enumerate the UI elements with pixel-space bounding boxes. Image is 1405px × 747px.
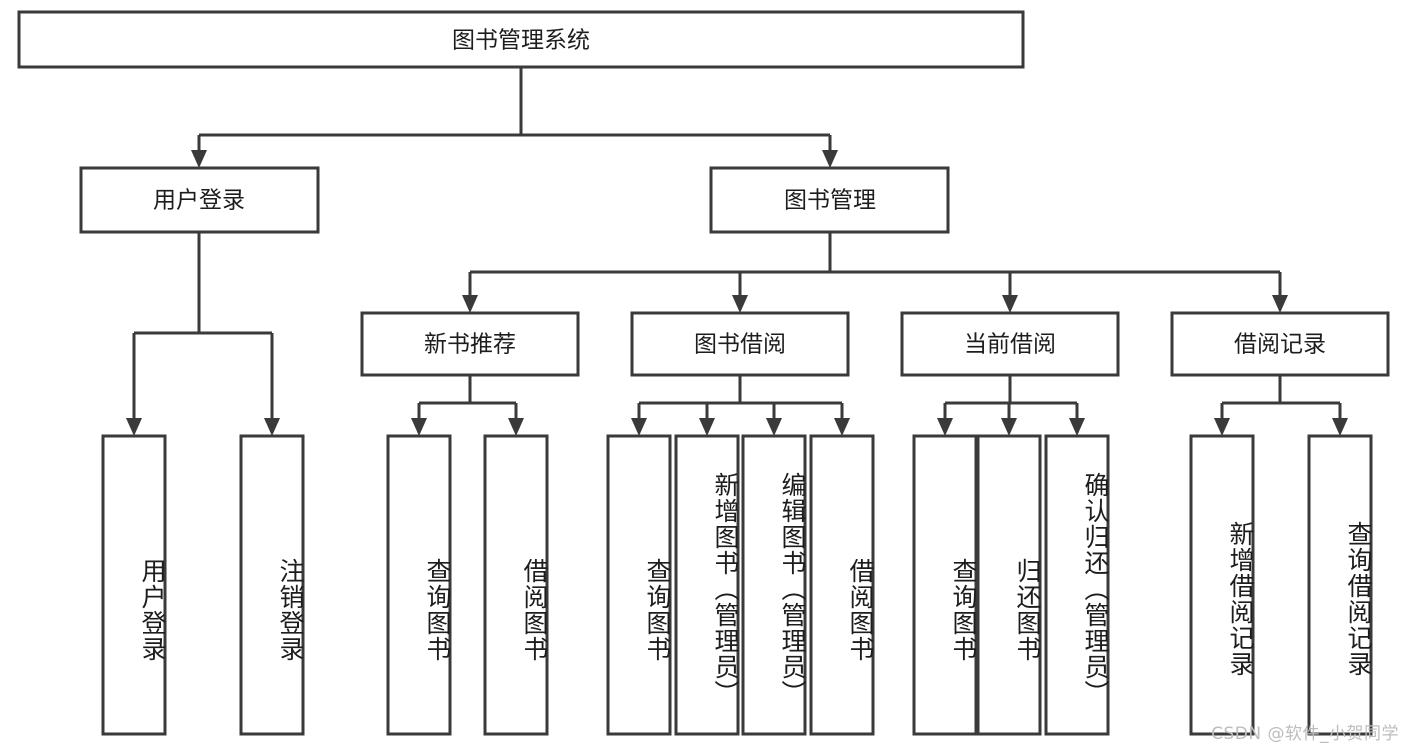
arrow-head-icon <box>508 418 524 436</box>
leaf-box-borrow-record-1[interactable] <box>1307 434 1373 736</box>
node-user-login-label: 用户登录 <box>153 188 245 214</box>
node-new-book-recommend-label: 新书推荐 <box>424 332 516 358</box>
node-root-label: 图书管理系统 <box>452 28 590 54</box>
arrow-head-icon <box>126 418 142 436</box>
node-root[interactable]: 图书管理系统 <box>17 10 1025 69</box>
node-user-login-box[interactable] <box>79 166 320 234</box>
leaf-box-borrow-record-0[interactable] <box>1189 434 1255 736</box>
arrow-head-icon <box>1272 295 1288 313</box>
node-borrow-record-label: 借阅记录 <box>1234 332 1326 358</box>
arrow-head-icon <box>1001 418 1017 436</box>
arrow-head-icon <box>937 418 953 436</box>
node-current-borrow[interactable]: 当前借阅 <box>900 311 1120 377</box>
node-root-box[interactable] <box>17 10 1025 69</box>
arrow-head-icon <box>699 418 715 436</box>
leaf-box-user-login-0[interactable] <box>101 434 167 736</box>
arrow-head-icon <box>411 418 427 436</box>
node-borrow-record-box[interactable] <box>1170 311 1390 377</box>
connector-group-book-borrow <box>631 375 850 436</box>
arrow-head-icon <box>264 418 280 436</box>
node-borrow-record[interactable]: 借阅记录 <box>1170 311 1390 377</box>
leaf-box-book-borrow-1[interactable] <box>674 434 740 736</box>
arrow-head-icon <box>1214 418 1230 436</box>
leaf-box-current-borrow-2[interactable] <box>1044 434 1110 736</box>
node-book-borrow[interactable]: 图书借阅 <box>630 311 850 377</box>
node-book-borrow-box[interactable] <box>630 311 850 377</box>
node-current-borrow-box[interactable] <box>900 311 1120 377</box>
connector-group-book-manage <box>462 232 1288 313</box>
arrow-head-icon <box>631 418 647 436</box>
node-book-manage-label: 图书管理 <box>784 188 876 214</box>
arrow-head-icon <box>834 418 850 436</box>
node-current-borrow-label: 当前借阅 <box>964 332 1056 358</box>
arrow-head-icon <box>191 150 207 168</box>
watermark: CSDN @软件_小贺同学 <box>1211 724 1399 744</box>
node-book-manage[interactable]: 图书管理 <box>709 166 950 234</box>
arrow-head-icon <box>1002 295 1018 313</box>
connector-group-new-book <box>411 375 524 436</box>
connector-group-current-borrow <box>937 375 1085 436</box>
leaf-box-user-login-1[interactable] <box>239 434 305 736</box>
arrow-head-icon <box>1069 418 1085 436</box>
arrow-head-icon <box>1332 418 1348 436</box>
connector-group-root <box>191 67 838 168</box>
connector-group-user-login <box>126 232 280 436</box>
arrow-head-icon <box>732 295 748 313</box>
node-new-book-recommend[interactable]: 新书推荐 <box>360 311 580 377</box>
node-user-login[interactable]: 用户登录 <box>79 166 320 234</box>
connector-group-borrow-record <box>1214 375 1348 436</box>
leaf-box-book-borrow-0[interactable] <box>606 434 672 736</box>
leaf-box-new-book-1[interactable] <box>483 434 549 736</box>
node-book-manage-box[interactable] <box>709 166 950 234</box>
leaf-box-book-borrow-2[interactable] <box>741 434 807 736</box>
node-new-book-recommend-box[interactable] <box>360 311 580 377</box>
arrow-head-icon <box>766 418 782 436</box>
leaf-box-current-borrow-0[interactable] <box>912 434 978 736</box>
leaf-box-new-book-0[interactable] <box>386 434 452 736</box>
arrow-head-icon <box>822 150 838 168</box>
leaf-box-current-borrow-1[interactable] <box>976 434 1042 736</box>
leaf-box-book-borrow-3[interactable] <box>809 434 875 736</box>
arrow-head-icon <box>462 295 478 313</box>
node-book-borrow-label: 图书借阅 <box>694 332 786 358</box>
